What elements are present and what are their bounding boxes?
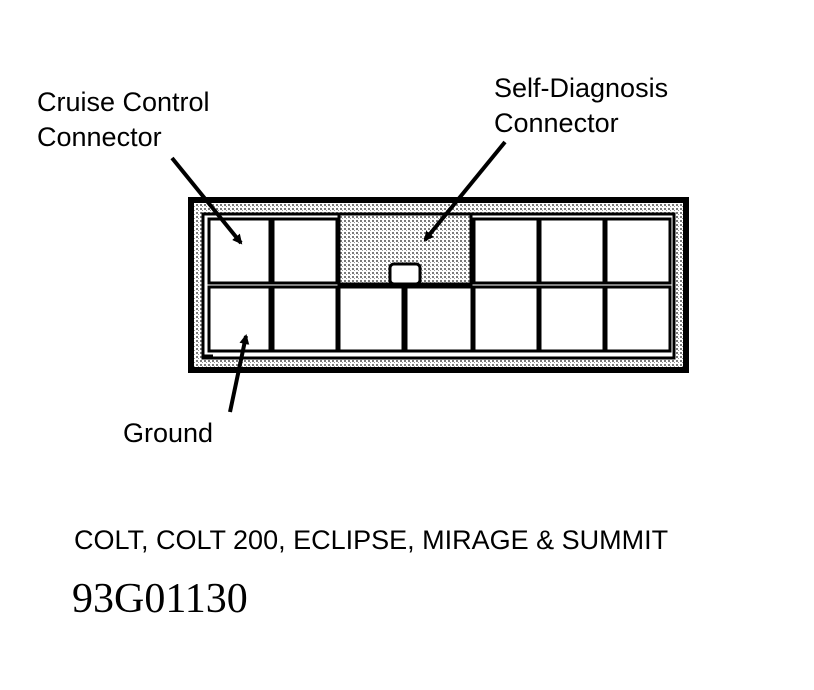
cavity-bottom-5 xyxy=(472,285,540,353)
cavity-top-5 xyxy=(604,217,672,285)
connector-key-tab xyxy=(388,262,422,286)
cruise-control-label-line1: Cruise Control xyxy=(37,87,210,117)
ground-arrow xyxy=(228,334,250,413)
cavity-bottom-4 xyxy=(404,285,474,353)
cavity-top-1 xyxy=(207,217,272,285)
self-diagnosis-label-line1: Self-Diagnosis xyxy=(494,73,668,103)
cavity-bottom-7 xyxy=(604,285,672,353)
connector-housing xyxy=(188,197,689,373)
cruise-control-arrow xyxy=(170,156,243,245)
vehicle-caption: COLT, COLT 200, ECLIPSE, MIRAGE & SUMMIT xyxy=(74,525,668,555)
figure-id: 93G01130 xyxy=(72,576,248,622)
ground-label: Ground xyxy=(123,418,213,448)
cruise-control-label-line2: Connector xyxy=(37,122,162,152)
self-diagnosis-arrow xyxy=(423,140,507,242)
cavity-bottom-2 xyxy=(271,285,339,353)
cavity-top-2 xyxy=(271,217,339,285)
self-diagnosis-label-line2: Connector xyxy=(494,108,619,138)
cavity-top-3 xyxy=(472,217,540,285)
cavity-bottom-3 xyxy=(337,285,405,353)
cavity-top-4 xyxy=(538,217,606,285)
cavity-bottom-1 xyxy=(207,285,272,353)
connector-left-lip xyxy=(201,214,213,358)
cavity-bottom-6 xyxy=(538,285,606,353)
